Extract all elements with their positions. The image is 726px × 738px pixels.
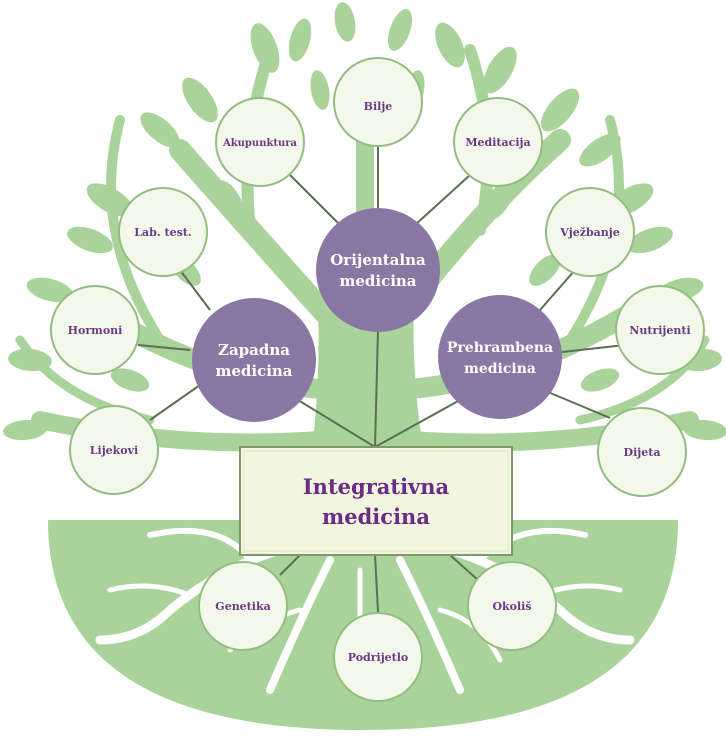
hub-nodes: Orijentalna medicina Zapadna medicina Pr… xyxy=(192,208,562,422)
node-label-lab-test: Lab. test. xyxy=(134,226,191,239)
connector-prehrambena-dijeta xyxy=(547,391,611,419)
connector-zapadna-lijekovi xyxy=(149,384,201,421)
node-label-okolis: Okoliš xyxy=(492,600,531,613)
node-label-genetika: Genetika xyxy=(215,600,270,613)
hub-label-orijentalna-line1: Orijentalna xyxy=(330,251,426,269)
node-lab-test: Lab. test. xyxy=(118,187,208,277)
leaf-nodes: Bilje Akupunktura Meditacija Lab. test. … xyxy=(50,57,705,702)
center-label-line2: medicina xyxy=(322,504,430,529)
node-label-vjezbanje: Vježbanje xyxy=(559,226,620,239)
connector-center-zapadna xyxy=(297,399,376,448)
connector-center-prehrambena xyxy=(374,399,461,448)
hub-orijentalna: Orijentalna medicina xyxy=(316,208,440,332)
connector-center-okolis xyxy=(449,554,479,581)
node-lijekovi: Lijekovi xyxy=(69,405,159,495)
node-genetika: Genetika xyxy=(198,561,288,651)
node-akupunktura: Akupunktura xyxy=(215,97,305,187)
node-dijeta: Dijeta xyxy=(597,407,687,497)
hub-zapadna: Zapadna medicina xyxy=(192,298,316,422)
node-bilje: Bilje xyxy=(333,57,423,147)
connector-zapadna-lab xyxy=(179,269,211,311)
node-hormoni: Hormoni xyxy=(50,285,140,375)
hub-prehrambena: Prehrambena medicina xyxy=(438,295,562,419)
connector-center-orijentalna xyxy=(374,329,379,448)
node-okolis: Okoliš xyxy=(467,561,557,651)
node-meditacija: Meditacija xyxy=(453,97,543,187)
center-box: Integrativna medicina xyxy=(239,446,513,556)
node-podrijetlo: Podrijetlo xyxy=(333,612,423,702)
node-label-akupunktura: Akupunktura xyxy=(222,138,298,149)
tree-leaves xyxy=(3,2,726,441)
node-label-nutrijenti: Nutrijenti xyxy=(629,324,690,337)
hub-label-prehrambena-line1: Prehrambena xyxy=(447,340,553,356)
hub-label-zapadna-line2: medicina xyxy=(215,362,292,380)
center-label-line1: Integrativna xyxy=(303,474,450,499)
hub-label-prehrambena-line2: medicina xyxy=(464,361,536,377)
connector-center-genetika xyxy=(279,554,301,576)
connector-prehrambena-vjezbanje xyxy=(539,269,576,311)
connector-zapadna-hormoni xyxy=(137,344,191,351)
node-label-podrijetlo: Podrijetlo xyxy=(348,651,409,664)
connector-orijentalna-meditacija xyxy=(414,174,471,226)
connectors xyxy=(137,145,626,613)
node-label-dijeta: Dijeta xyxy=(624,446,661,459)
node-label-bilje: Bilje xyxy=(364,100,393,113)
node-label-lijekovi: Lijekovi xyxy=(90,444,138,457)
connector-prehrambena-nutrijenti xyxy=(561,344,626,353)
node-vjezbanje: Vježbanje xyxy=(545,187,635,277)
connector-orijentalna-akupunktura xyxy=(289,174,341,226)
node-nutrijenti: Nutrijenti xyxy=(615,285,705,375)
hub-label-orijentalna-line2: medicina xyxy=(339,272,416,290)
hub-label-zapadna-line1: Zapadna xyxy=(218,341,290,359)
node-label-hormoni: Hormoni xyxy=(68,324,123,337)
connector-center-podrijetlo xyxy=(374,554,379,613)
node-label-meditacija: Meditacija xyxy=(465,136,530,149)
